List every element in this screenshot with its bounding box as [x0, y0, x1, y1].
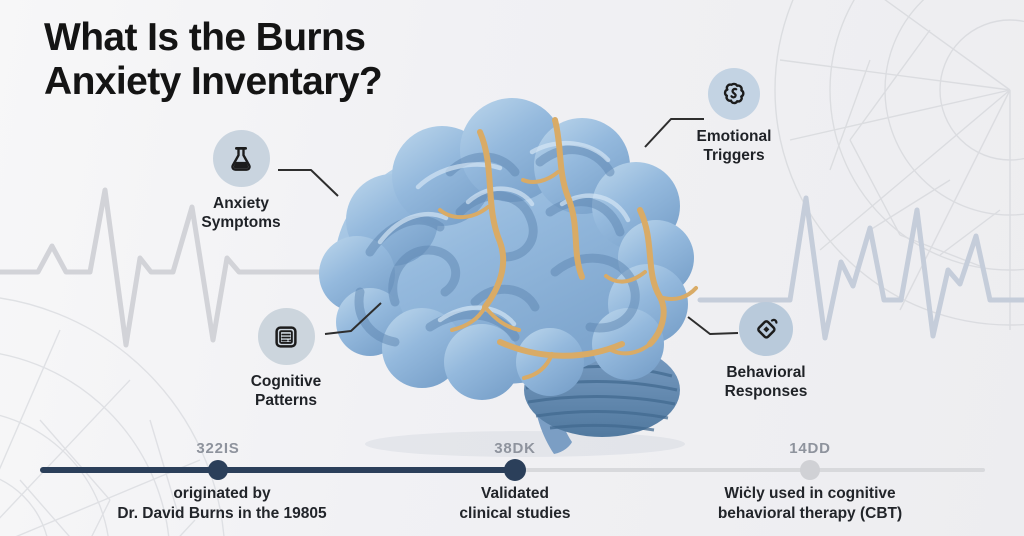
- golden-veins: [438, 117, 698, 380]
- callout-label-line: Symptoms: [201, 213, 281, 231]
- timeline-dot-1: [208, 460, 228, 480]
- timeline-tick-3: 14DD: [789, 440, 831, 457]
- anxiety-symptoms-icon-circle: [212, 130, 270, 187]
- timeline-caption-3: Wiċly used in cognitive behavioral thera…: [670, 484, 950, 523]
- callout-label-line: Anxiety: [213, 195, 269, 212]
- wireframe-sphere-top-right: [774, 0, 1024, 330]
- callout-label-line: Patterns: [254, 391, 318, 409]
- timeline-tick-2: 38DK: [494, 440, 536, 457]
- behavioral-responses-icon-circle: [739, 302, 793, 356]
- timeline-caption-2: Validated clinical studies: [375, 484, 655, 523]
- timeline-active-segment: [40, 467, 515, 473]
- caption-line: clinical studies: [459, 504, 571, 522]
- caption-line: Wiċly used in cognitive: [724, 485, 896, 502]
- callout-label-line: Cognitive: [250, 373, 322, 390]
- document-lines-icon: [275, 325, 297, 348]
- ecg-trace-left: [0, 187, 358, 348]
- callout-label-line: Responses: [724, 382, 808, 400]
- timeline-caption-1: originated by Dr. David Burns in the 198…: [82, 484, 362, 523]
- connector-anxiety: [278, 169, 339, 197]
- page-title-line2: Anxiety Inventary?: [44, 60, 383, 104]
- flask-icon: [231, 146, 251, 171]
- page-title: What Is the Burns Anxiety Inventary?: [44, 16, 383, 104]
- page-title-line1: What Is the Burns: [44, 16, 366, 59]
- caption-line: behavioral therapy (CBT): [717, 504, 903, 522]
- diamond-lock-icon: [757, 318, 778, 339]
- cognitive-patterns-icon-circle: [257, 308, 315, 365]
- callout-label-line: Behavioral: [726, 364, 806, 381]
- connector-emotional: [644, 118, 704, 148]
- connector-cognitive: [324, 302, 382, 335]
- callout-emotional-triggers: Emotional Triggers: [664, 68, 804, 166]
- timeline-dot-3: [800, 460, 820, 480]
- caption-line: originated by: [173, 485, 271, 502]
- emotional-triggers-icon-circle: [708, 68, 760, 120]
- ecg-trace-right: [697, 195, 1024, 341]
- callout-label-line: Triggers: [703, 146, 765, 164]
- squiggle-knot-icon: [723, 82, 745, 105]
- caption-line: Validated: [480, 485, 550, 502]
- callout-anxiety-symptoms: Anxiety Symptoms: [171, 130, 311, 233]
- timeline-tick-1: 322IS: [196, 440, 240, 457]
- brain-illustration: [319, 98, 698, 457]
- connector-behavioral: [687, 316, 739, 335]
- timeline-dot-2: [504, 459, 526, 481]
- callout-behavioral-responses: Behavioral Responses: [691, 302, 841, 402]
- callout-cognitive-patterns: Cognitive Patterns: [216, 308, 356, 411]
- caption-line: Dr. David Burns in the 19805: [117, 504, 327, 522]
- callout-label-line: Emotional: [696, 128, 772, 145]
